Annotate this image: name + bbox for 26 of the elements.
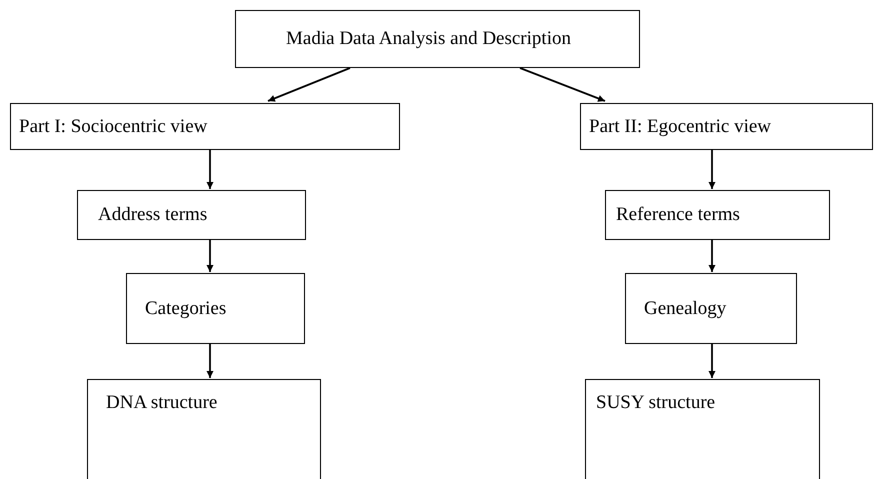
arrow <box>708 150 716 189</box>
process-box <box>585 379 820 479</box>
box-label: Reference terms <box>616 204 740 226</box>
process-box <box>580 103 873 150</box>
process-box <box>87 379 321 479</box>
arrow <box>206 150 214 189</box>
process-box <box>625 273 797 344</box>
box-label: Madia Data Analysis and Description <box>286 28 571 50</box>
process-box <box>235 10 640 68</box>
box-label: DNA structure <box>106 392 218 414</box>
process-box <box>77 190 306 240</box>
arrow <box>520 67 606 102</box>
process-box <box>126 273 305 344</box>
arrow <box>268 67 350 102</box>
arrow <box>708 240 716 272</box>
box-label: SUSY structure <box>596 392 716 414</box>
arrow <box>708 344 716 378</box>
box-label: Part I: Sociocentric view <box>19 116 208 138</box>
process-box <box>605 190 830 240</box>
box-label: Genealogy <box>644 298 726 320</box>
box-label: Address terms <box>98 204 208 226</box>
arrow <box>206 240 214 272</box>
box-label: Part II: Egocentric view <box>589 116 772 138</box>
box-label: Categories <box>145 298 226 320</box>
arrow <box>206 344 214 378</box>
process-box <box>10 103 400 150</box>
